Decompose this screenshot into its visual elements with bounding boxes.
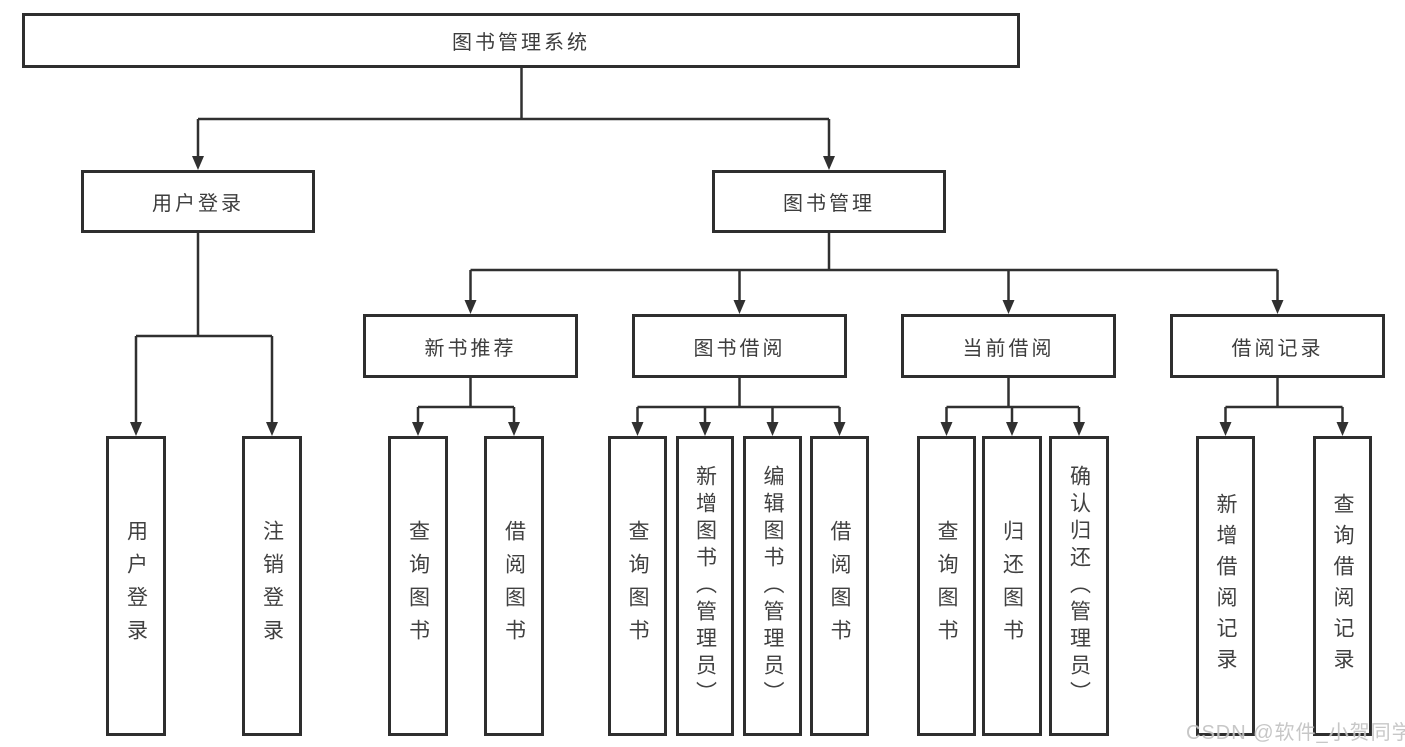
leaf-borrow-books-recommend: 借阅图书	[484, 436, 544, 736]
arrowhead-down	[130, 422, 142, 436]
leaf-return-book: 归还图书	[982, 436, 1042, 736]
node-borrow-records: 借阅记录	[1170, 314, 1385, 378]
connector-book-borrow-children	[631, 378, 846, 436]
leaf-confirm-return-admin: 确认归还（管理员）	[1049, 436, 1109, 736]
arrowhead-down	[266, 422, 278, 436]
leaf-edit-book-admin: 编辑图书（管理员）	[743, 436, 802, 736]
node-current-borrow: 当前借阅	[901, 314, 1116, 378]
leaf-query-borrow-record: 查询借阅记录	[1313, 436, 1372, 736]
arrowhead-down	[1006, 422, 1018, 436]
leaf-query-books-borrow: 查询图书	[608, 436, 667, 736]
leaf-user-login: 用户登录	[106, 436, 166, 736]
connector-book-management-children	[464, 233, 1284, 314]
arrowhead-down	[766, 422, 779, 436]
arrowhead-down	[192, 156, 204, 170]
connector-root-to-level2	[192, 68, 835, 170]
leaf-logout: 注销登录	[242, 436, 302, 736]
leaf-borrow-books: 借阅图书	[810, 436, 869, 736]
connector-new-book-children	[412, 378, 520, 436]
node-root-library-system: 图书管理系统	[22, 13, 1020, 68]
arrowhead-down	[699, 422, 711, 436]
connector-user-login-children	[130, 233, 278, 436]
node-user-login-branch: 用户登录	[81, 170, 315, 233]
leaf-add-borrow-record: 新增借阅记录	[1196, 436, 1255, 736]
arrowhead-down	[733, 300, 746, 314]
node-book-management-branch: 图书管理	[712, 170, 946, 233]
connector-current-borrow-children	[940, 378, 1085, 436]
arrowhead-down	[464, 300, 477, 314]
leaf-query-books-recommend: 查询图书	[388, 436, 448, 736]
arrowhead-down	[1219, 422, 1232, 436]
leaf-add-book-admin: 新增图书（管理员）	[676, 436, 734, 736]
arrowhead-down	[833, 422, 846, 436]
arrowhead-down	[1271, 300, 1284, 314]
arrowhead-down	[412, 422, 424, 436]
node-new-book-recommend: 新书推荐	[363, 314, 578, 378]
leaf-query-books-current: 查询图书	[917, 436, 976, 736]
arrowhead-down	[1002, 300, 1015, 314]
arrowhead-down	[1073, 422, 1085, 436]
arrowhead-down	[508, 422, 520, 436]
connector-borrow-records-children	[1219, 378, 1349, 436]
csdn-watermark: CSDN @软件_小贺同学	[1186, 722, 1405, 744]
arrowhead-down	[1336, 422, 1349, 436]
arrowhead-down	[940, 422, 953, 436]
node-book-borrow: 图书借阅	[632, 314, 847, 378]
arrowhead-down	[631, 422, 644, 436]
arrowhead-down	[823, 156, 835, 170]
